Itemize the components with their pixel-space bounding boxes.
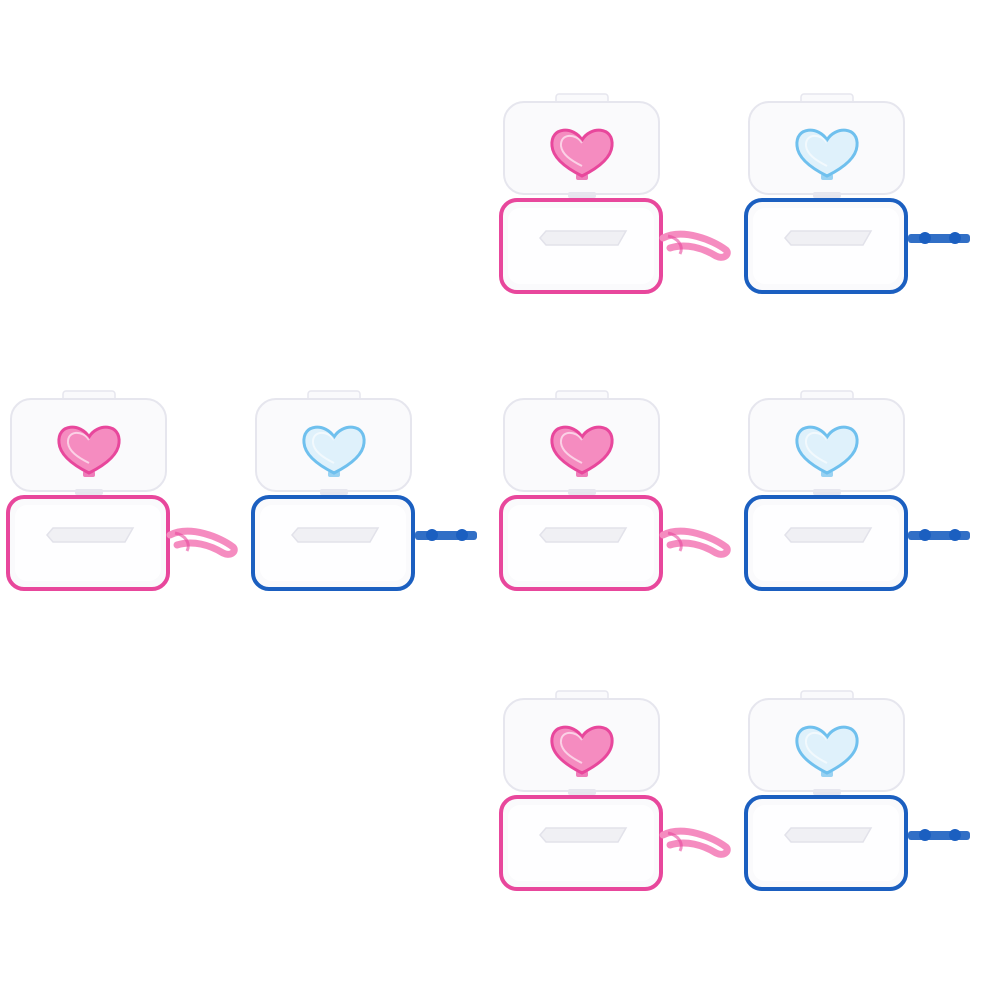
wipe-slot: [539, 230, 628, 246]
wipes-case-top-pink: [498, 88, 733, 308]
wipes-case-middle-pink-right: [498, 385, 733, 605]
wipes-case-bottom-pink: [498, 685, 733, 905]
wipes-case-bottom-blue: [743, 685, 978, 905]
wipes-case-middle-pink-left: [5, 385, 240, 605]
wipe-slot: [784, 827, 873, 843]
wipes-case-middle-blue-right: [743, 385, 978, 605]
wipe-slot: [784, 230, 873, 246]
wipes-case-middle-blue-left: [250, 385, 485, 605]
wipe-slot: [539, 527, 628, 543]
wipe-slot: [539, 827, 628, 843]
wipe-slot: [784, 527, 873, 543]
wipe-slot: [46, 527, 135, 543]
wipes-case-top-blue: [743, 88, 978, 308]
wipe-slot: [291, 527, 380, 543]
